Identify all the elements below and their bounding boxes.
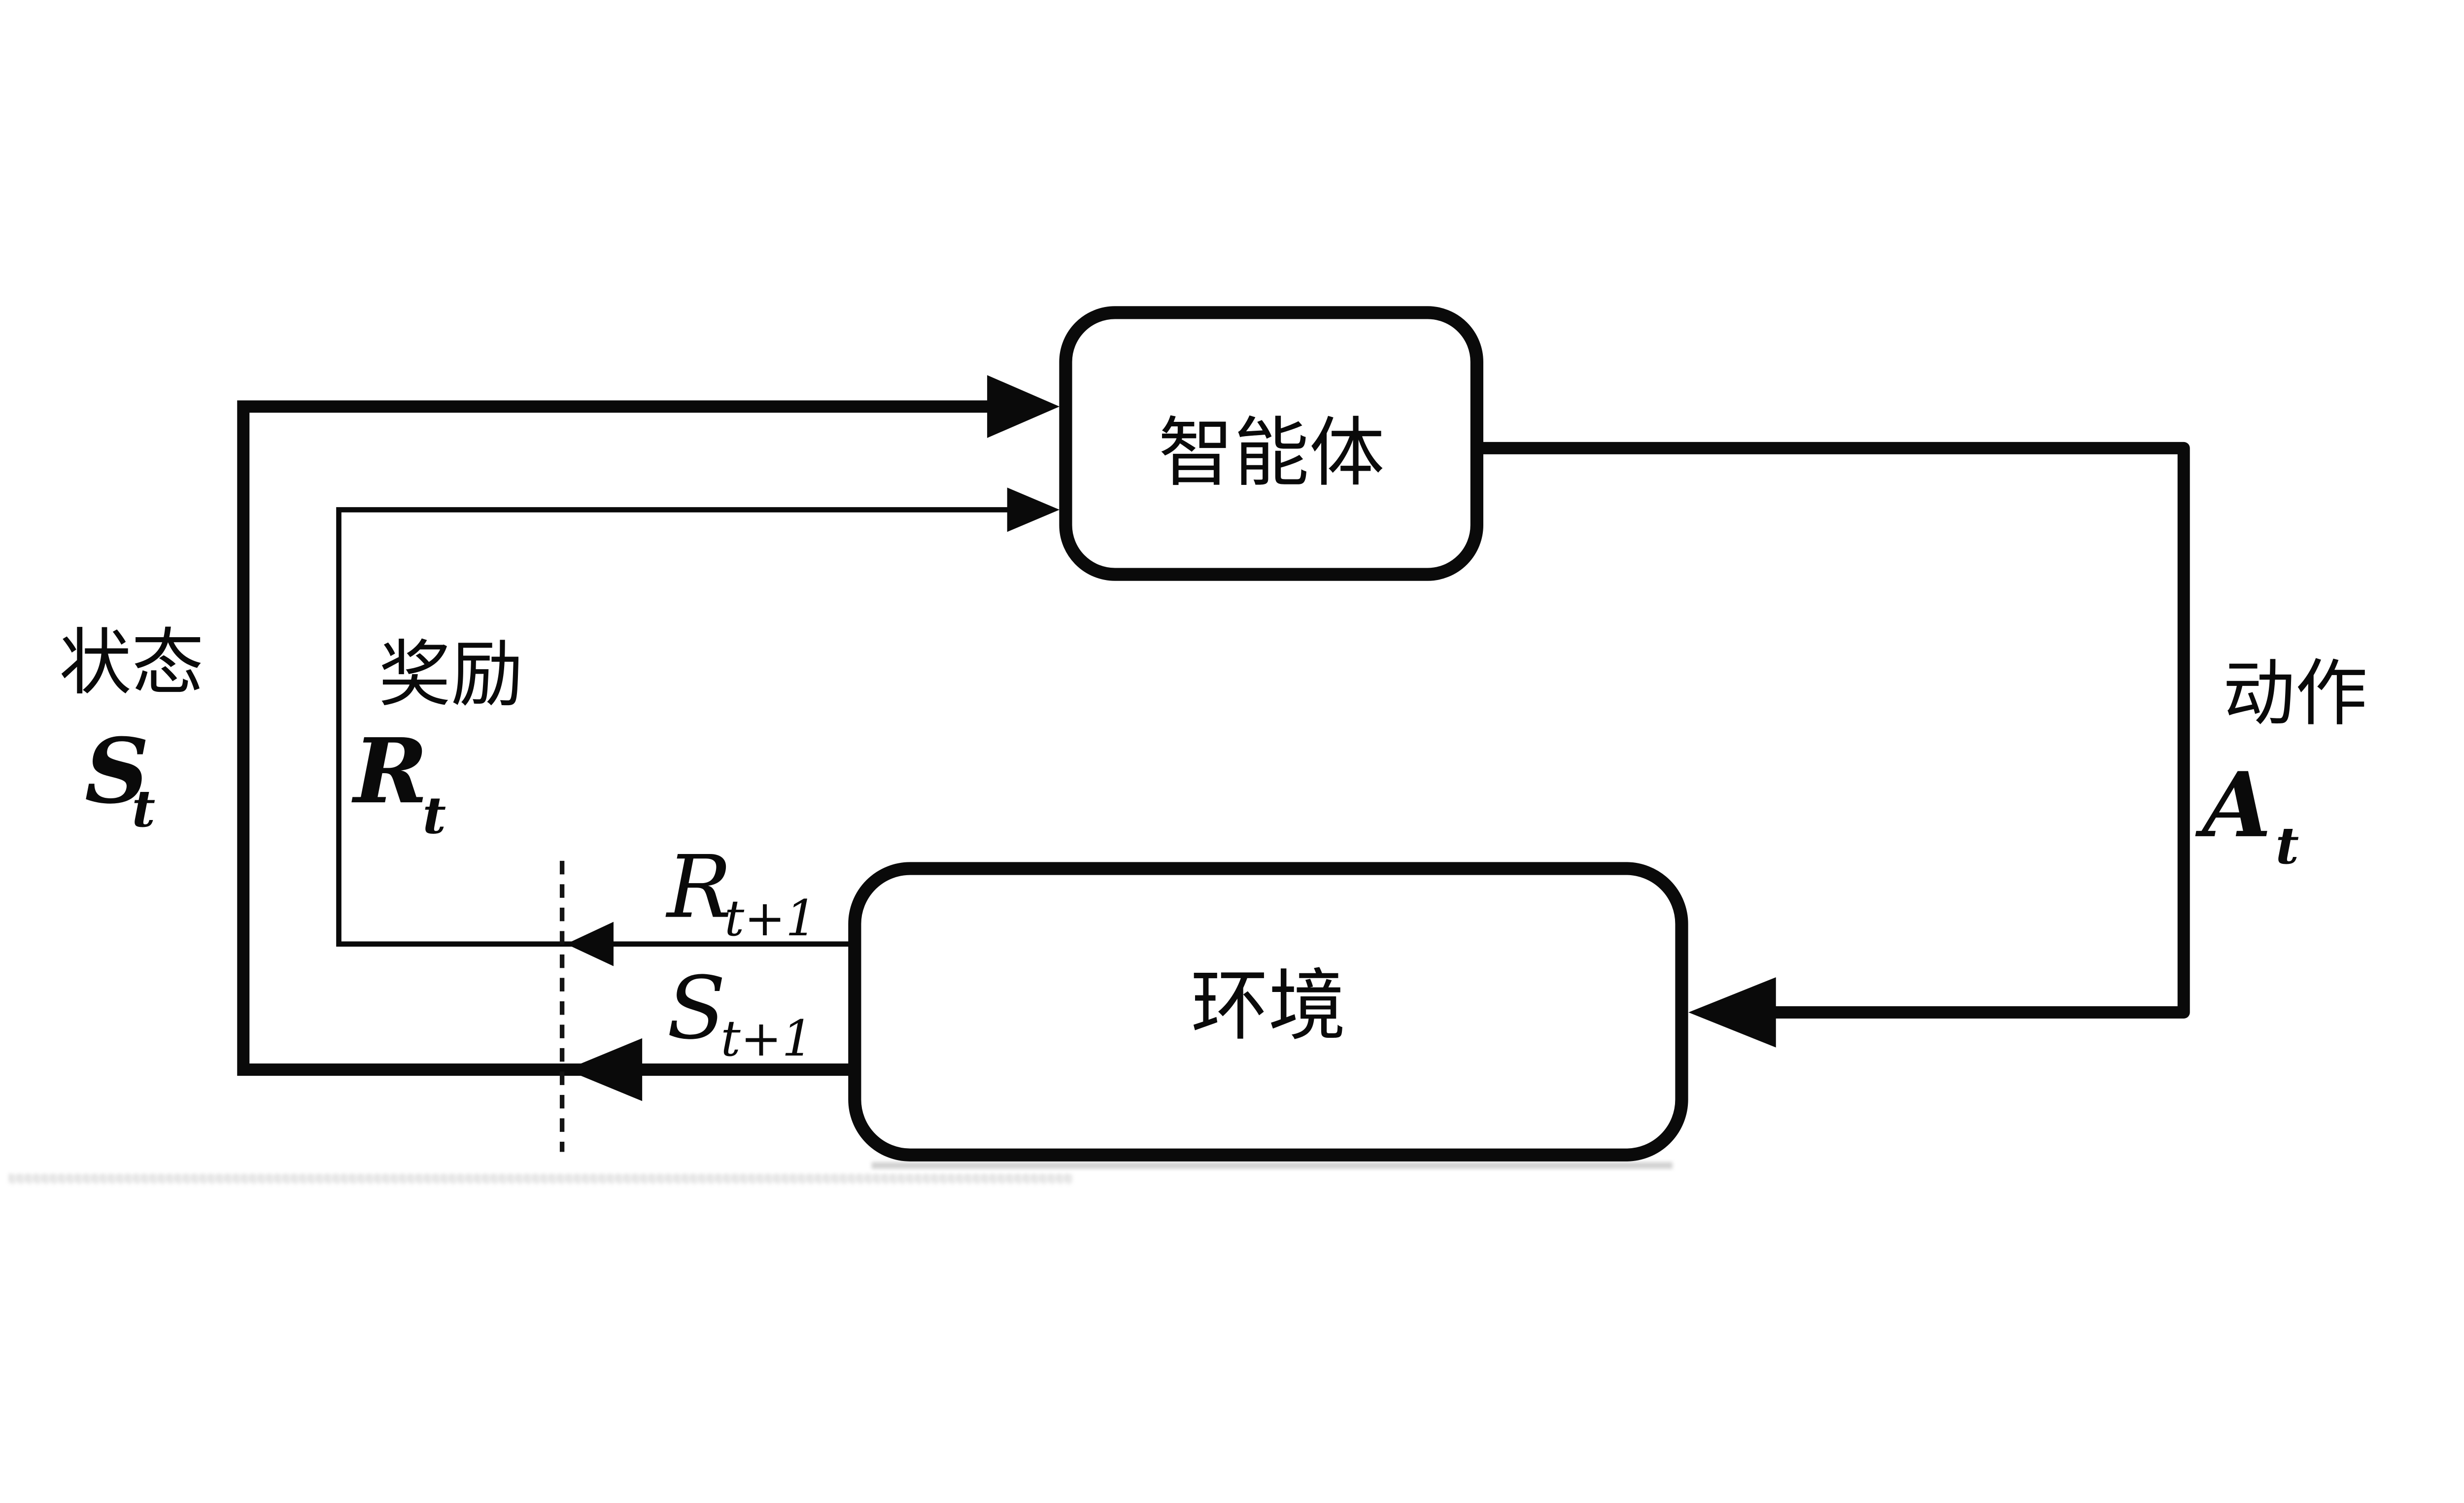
environment-box-label: 环境 bbox=[1191, 964, 1346, 1050]
reward-caption: 奖励 bbox=[378, 635, 523, 715]
state-label-group: 状态 S t bbox=[59, 623, 204, 839]
state-symbol-subscript: t bbox=[132, 779, 156, 839]
environment-box: 环境 bbox=[848, 862, 1688, 1161]
environment-box-shadow bbox=[871, 1162, 1673, 1169]
action-symbol-subscript: t bbox=[2276, 816, 2299, 876]
next-state-symbol-subscript: t+1 bbox=[721, 1010, 814, 1067]
next-reward-symbol-subscript: t+1 bbox=[724, 889, 817, 947]
agent-box: 智能体 bbox=[1059, 306, 1483, 581]
reward-symbol: R bbox=[351, 718, 428, 823]
action-label-group: 动作 A t bbox=[2195, 654, 2368, 876]
action-loop-line bbox=[1476, 442, 2190, 1019]
state-caption: 状态 bbox=[59, 623, 204, 704]
next-state-arrowhead-at-boundary-icon bbox=[566, 1038, 643, 1101]
next-reward-symbol: R bbox=[665, 838, 732, 938]
state-loop-line bbox=[237, 400, 1026, 1076]
reward-label-group: 奖励 R t bbox=[351, 635, 523, 845]
cropped-caption-artifact bbox=[7, 1173, 1074, 1185]
action-symbol: A bbox=[2195, 752, 2272, 857]
next-state-symbol: S bbox=[667, 958, 726, 1059]
agent-box-shape bbox=[1059, 306, 1483, 581]
reward-arrowhead-into-agent-icon bbox=[1007, 487, 1060, 532]
agent-box-label: 智能体 bbox=[1158, 412, 1384, 496]
action-caption: 动作 bbox=[2223, 654, 2368, 734]
environment-box-shape bbox=[848, 862, 1688, 1161]
state-arrowhead-into-agent-icon bbox=[987, 375, 1060, 438]
next-state-label-group: S t+1 bbox=[667, 958, 813, 1067]
reward-symbol-subscript: t bbox=[423, 786, 446, 846]
state-symbol: S bbox=[85, 718, 149, 823]
next-reward-label-group: R t+1 bbox=[665, 838, 817, 948]
connection-lines bbox=[237, 375, 2190, 1152]
next-reward-arrowhead-at-boundary-icon bbox=[566, 922, 614, 966]
action-arrowhead-into-environment-icon bbox=[1688, 977, 1776, 1048]
